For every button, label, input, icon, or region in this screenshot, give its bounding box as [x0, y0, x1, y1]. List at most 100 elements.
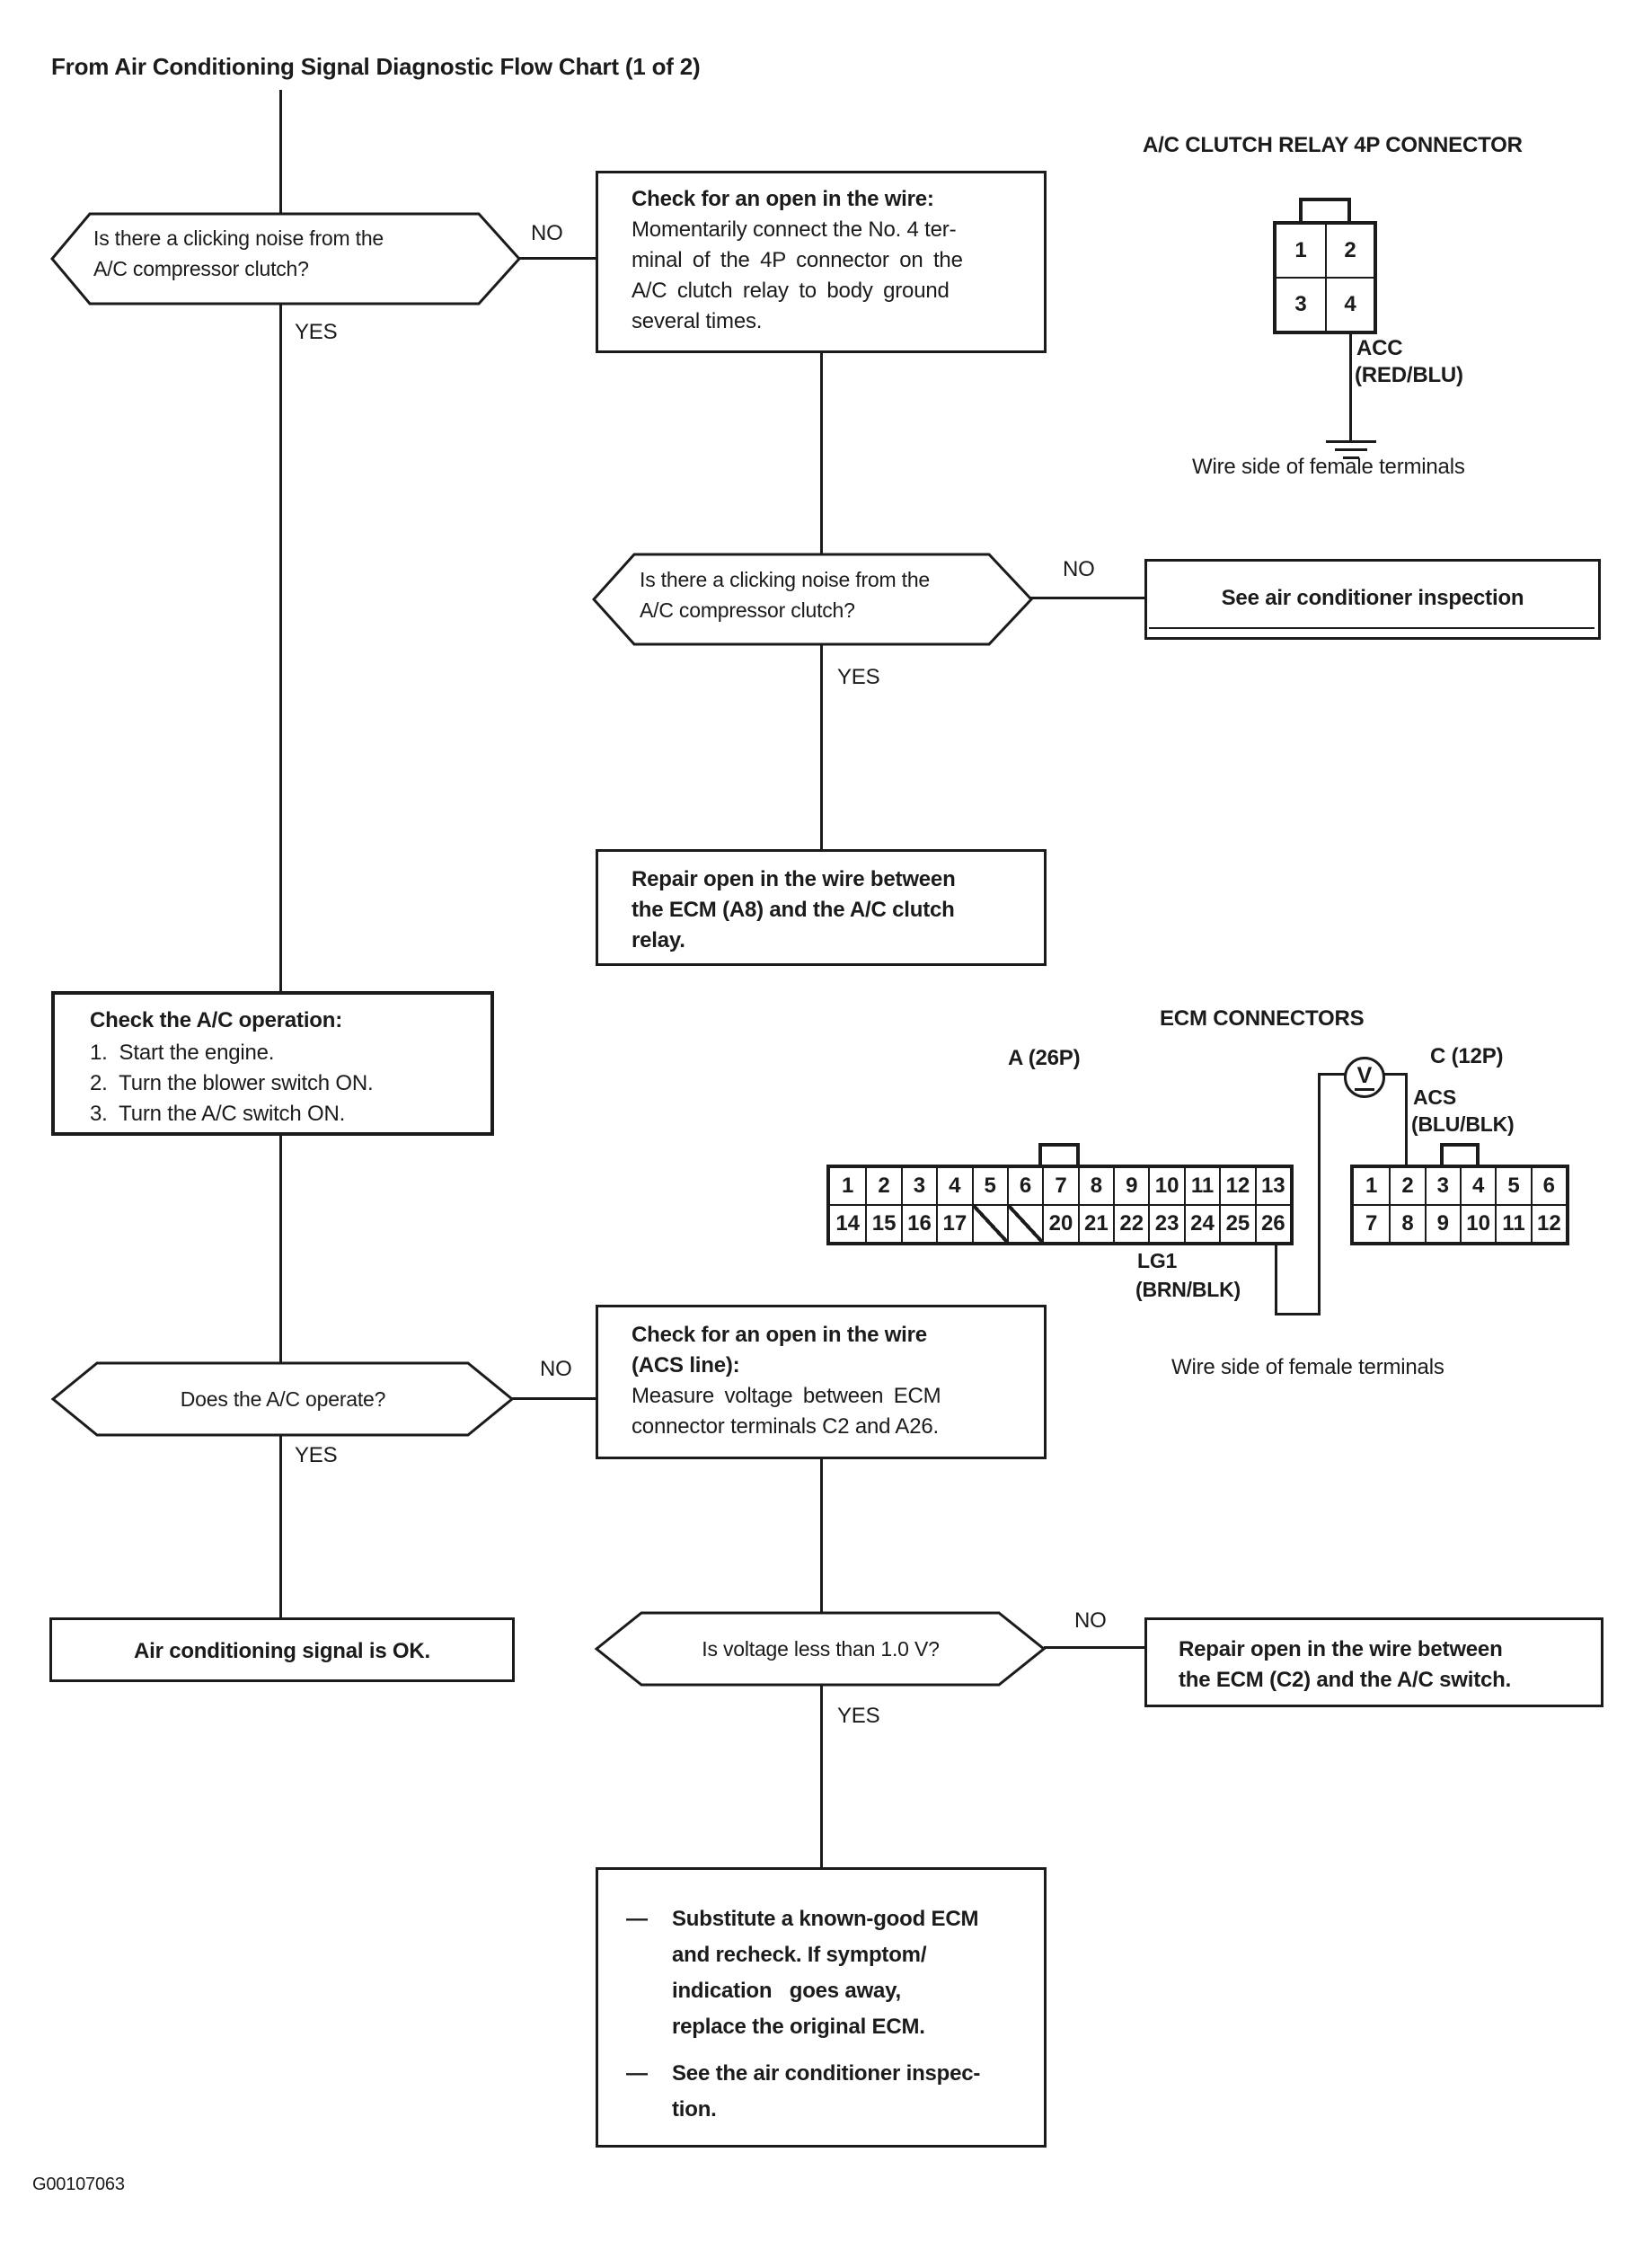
decision-operate-shape	[50, 1361, 515, 1437]
ground-icon	[1343, 456, 1359, 459]
ecm-c-tab	[1440, 1143, 1480, 1168]
box-repair-a8-line2: the ECM (A8) and the A/C clutch	[632, 898, 955, 922]
ecm-a-pin-blocked	[1006, 1204, 1043, 1242]
flow-line-no4	[1044, 1646, 1144, 1649]
yes-label-1: YES	[295, 320, 338, 344]
voltmeter-symbol: V	[1354, 1064, 1375, 1091]
ecm-a-pin: 24	[1183, 1204, 1220, 1242]
lg1-label: LG1	[1137, 1249, 1178, 1272]
yes-label-3: YES	[295, 1443, 338, 1467]
yes-label-4: YES	[837, 1704, 880, 1728]
box-check-acs	[596, 1305, 1047, 1459]
ecm-a-label: A (26P)	[1008, 1046, 1081, 1070]
ecm-a-pin: 2	[865, 1168, 900, 1204]
box-check-operation-item2: 2. Turn the blower switch ON.	[90, 1071, 374, 1095]
flow-line-yes1	[279, 305, 282, 993]
ecm-a-pin: 26	[1254, 1204, 1290, 1242]
relay-pin-4: 4	[1325, 277, 1374, 331]
box-see-inspection-inner-line	[1149, 627, 1595, 629]
relay-wire-label-acc: ACC	[1356, 336, 1403, 360]
voltmeter-icon: V	[1344, 1057, 1385, 1098]
ecm-c-pin: 5	[1495, 1168, 1530, 1204]
box-substitute-item2-line1: See the air conditioner inspec-	[672, 2061, 981, 2086]
decision-operate-text: Does the A/C operate?	[180, 1387, 386, 1411]
box-check-acs-title1: Check for an open in the wire	[632, 1323, 927, 1347]
ecm-a-pin: 22	[1113, 1204, 1149, 1242]
ecm-a-pin: 9	[1113, 1168, 1148, 1204]
ecm-a-pin: 7	[1042, 1168, 1077, 1204]
ecm-c-pin: 4	[1459, 1168, 1495, 1204]
box-repair-c2-line1: Repair open in the wire between	[1179, 1637, 1503, 1661]
ecm-c-pin: 7	[1354, 1204, 1390, 1242]
flow-line-no3	[512, 1397, 597, 1400]
box-substitute-item1-line2: and recheck. If symptom/	[672, 1943, 927, 1967]
ecm-a-pin: 17	[936, 1204, 972, 1242]
box-repair-a8	[596, 849, 1047, 966]
relay-connector-tab	[1299, 198, 1351, 225]
box-check-operation-item3: 3. Turn the A/C switch ON.	[90, 1102, 346, 1126]
decision-voltage-shape	[594, 1611, 1047, 1687]
ecm-c-pin: 9	[1424, 1204, 1460, 1242]
decision-clicking-1-line2: A/C compressor clutch?	[93, 257, 309, 280]
lg1-color-label: (BRN/BLK)	[1135, 1278, 1241, 1301]
ecm-a-pin: 1	[842, 1174, 854, 1198]
ecm-a-pin: 8	[1077, 1168, 1113, 1204]
ecm-a-pin: 11	[1183, 1168, 1219, 1204]
decision-clicking-1-shape	[50, 212, 522, 306]
acs-label: ACS	[1413, 1085, 1456, 1109]
no-label-4: NO	[1074, 1608, 1107, 1633]
dash-icon: —	[626, 1907, 648, 1931]
meter-lead-right	[1383, 1073, 1408, 1076]
ecm-a-pin: 16	[900, 1204, 937, 1242]
acs-color-label: (BLU/BLK)	[1411, 1112, 1515, 1136]
ecm-c-pin: 2	[1389, 1168, 1424, 1204]
box-check-open-line4: several times.	[632, 309, 763, 333]
pin26-wire	[1275, 1245, 1277, 1315]
decision-clicking-2-shape	[591, 553, 1034, 646]
dash-icon: —	[626, 2061, 648, 2086]
ecm-a-pin: 20	[1042, 1204, 1078, 1242]
ecm-a-pin: 23	[1148, 1204, 1184, 1242]
box-substitute-item1-line3: indication goes away,	[672, 1979, 902, 2003]
ground-icon	[1326, 440, 1376, 443]
box-signal-ok	[49, 1617, 515, 1682]
flow-line-box1-to-decision2	[820, 352, 823, 555]
flow-line-no1	[519, 257, 598, 260]
flow-line-top-feed	[279, 90, 282, 213]
ecm-a-pin: 21	[1077, 1204, 1114, 1242]
box-check-acs-line1: Measure voltage between ECM	[632, 1384, 941, 1408]
ecm-a-pin: 6	[1006, 1168, 1042, 1204]
meter-wire-lg1	[1318, 1073, 1321, 1315]
flow-line-no2	[1029, 597, 1144, 599]
ecm-a-pin: 5	[971, 1168, 1007, 1204]
box-check-open-line1: Momentarily connect the No. 4 ter-	[632, 217, 957, 242]
ecm-c-connector-grid: 1 2 3 4 5 6 7 8 9 10 11 12	[1350, 1165, 1569, 1245]
relay-pin-1: 1	[1294, 238, 1307, 262]
relay-wire-label-color: (RED/BLU)	[1355, 363, 1463, 387]
box-repair-c2	[1144, 1617, 1603, 1707]
ecm-c-pin: 3	[1424, 1168, 1460, 1204]
flow-line-yes3	[279, 1434, 282, 1619]
relay-pin-3: 3	[1277, 277, 1325, 331]
ecm-a-pin: 12	[1219, 1168, 1254, 1204]
decision-clicking-2-line2: A/C compressor clutch?	[640, 598, 855, 622]
ecm-a-tab	[1038, 1143, 1080, 1168]
ecm-a-pin: 10	[1148, 1168, 1183, 1204]
yes-label-2: YES	[837, 665, 880, 689]
relay-connector-title: A/C CLUTCH RELAY 4P CONNECTOR	[1143, 133, 1523, 157]
ecm-c-pin: 12	[1530, 1204, 1566, 1242]
meter-wire-acs	[1405, 1073, 1408, 1166]
box-check-open-line3: A/C clutch relay to body ground	[632, 279, 950, 303]
box-repair-c2-line2: the ECM (C2) and the A/C switch.	[1179, 1668, 1512, 1692]
decision-clicking-1-line1: Is there a clicking noise from the	[93, 226, 384, 250]
ecm-a-pin: 13	[1254, 1168, 1290, 1204]
box-repair-a8-line3: relay.	[632, 928, 685, 952]
ecm-a-pin: 14	[830, 1204, 866, 1242]
ecm-c-label: C (12P)	[1430, 1044, 1504, 1068]
ecm-a-pin-blocked	[971, 1204, 1007, 1242]
box-check-open-wire	[596, 171, 1047, 353]
ecm-a-connector-grid: 1 2 3 4 5 6 7 8 9 10 11 12 13 14 15 16 1…	[826, 1165, 1294, 1245]
ecm-caption: Wire side of female terminals	[1171, 1355, 1444, 1379]
figure-id: G00107063	[32, 2175, 125, 2194]
box-see-inspection-text: See air conditioner inspection	[1221, 586, 1524, 610]
